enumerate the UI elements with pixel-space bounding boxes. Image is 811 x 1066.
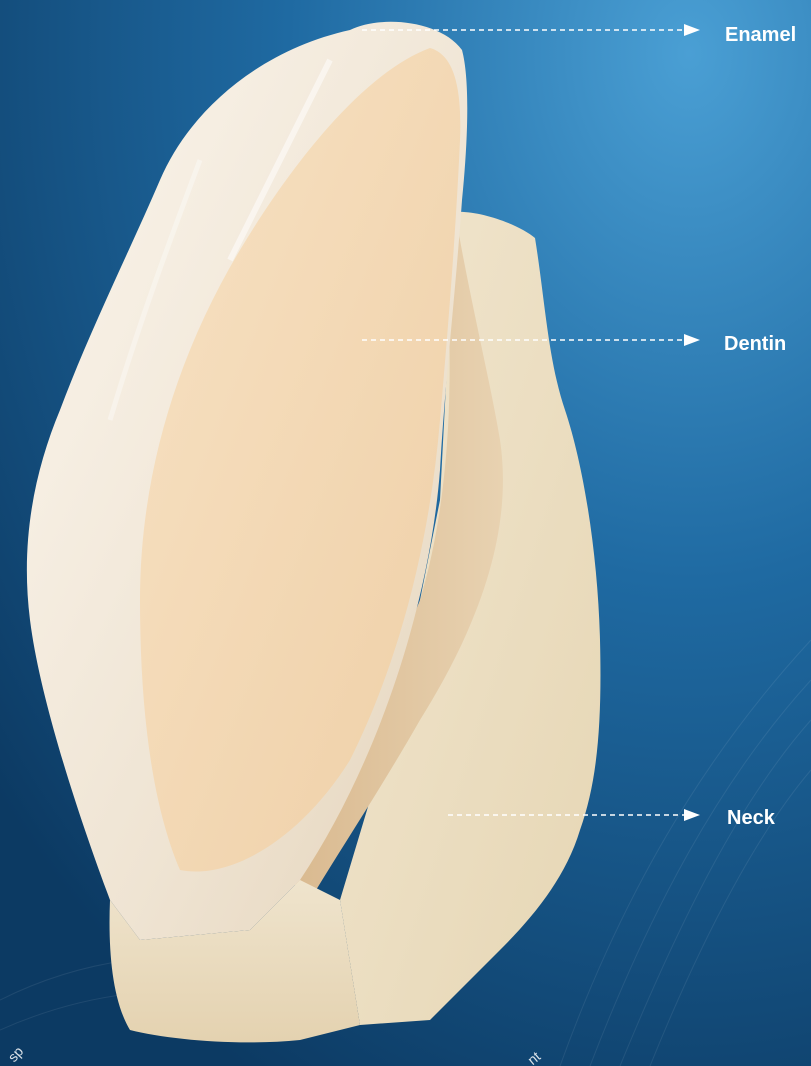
enamel-label: Enamel	[725, 25, 796, 45]
dentin-label: Dentin	[724, 334, 786, 354]
neck-label: Neck	[727, 808, 775, 828]
